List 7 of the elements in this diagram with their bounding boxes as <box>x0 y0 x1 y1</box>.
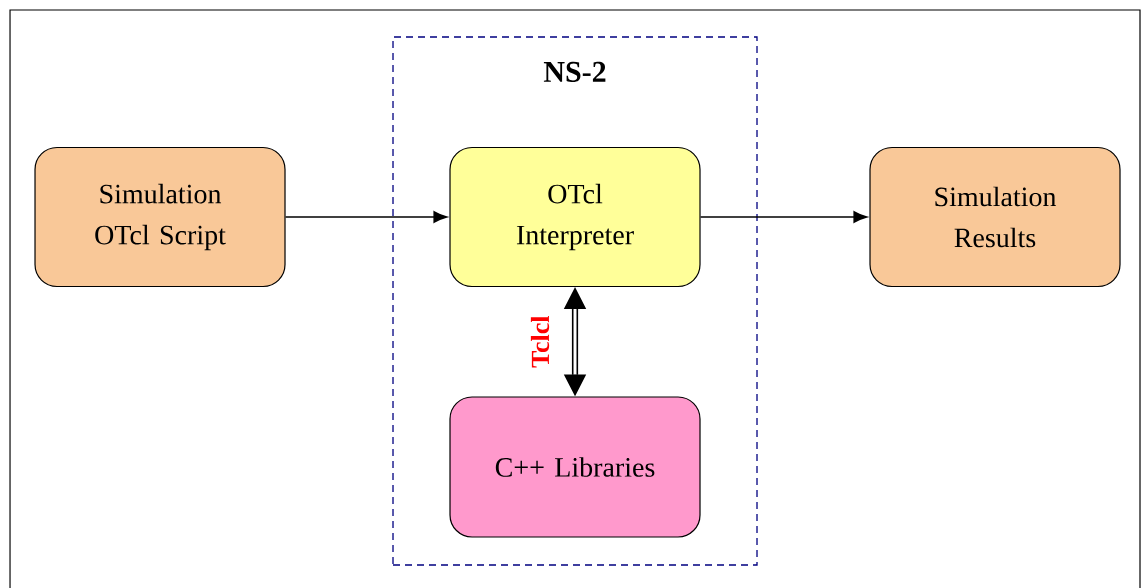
process-box: OTcl Interpreter <box>449 146 701 288</box>
process-box: Simulation Results <box>869 146 1121 288</box>
arrow <box>284 211 448 223</box>
arrow <box>699 211 868 223</box>
process-box: C++ Libraries <box>449 396 701 538</box>
edge-label: Tclcl <box>530 315 550 368</box>
process-box: Simulation OTcl Script <box>34 146 286 288</box>
